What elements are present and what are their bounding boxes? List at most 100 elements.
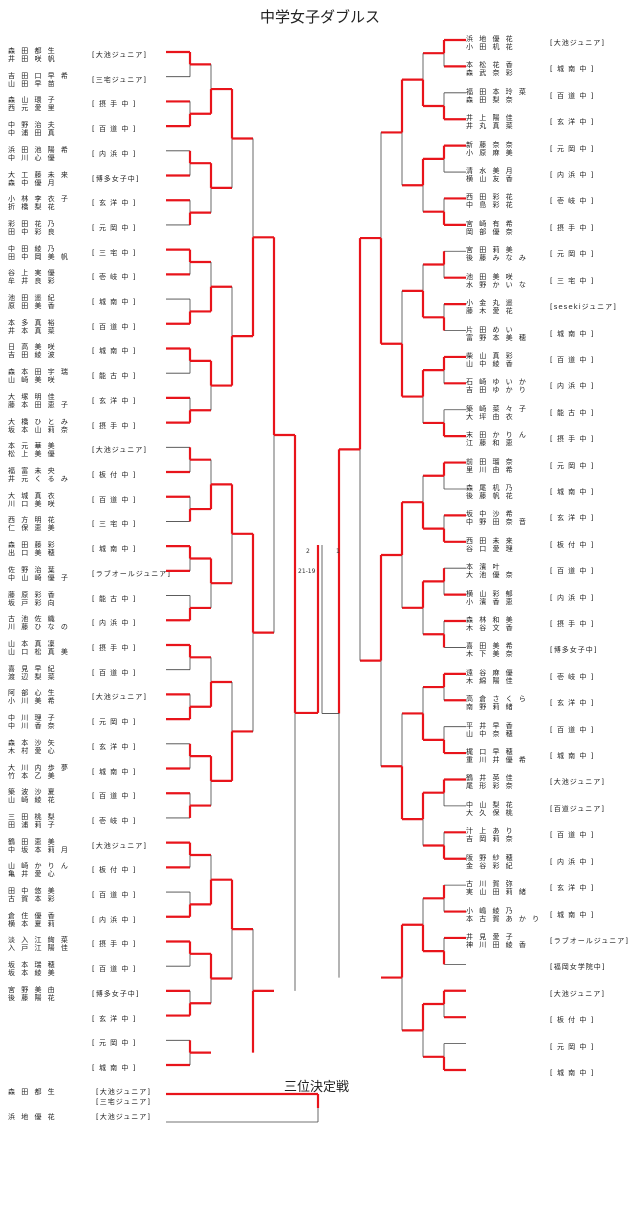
left-entries-school: [ 百 道 中 ] (92, 891, 137, 900)
player-name: 木 下 美 奈 (466, 650, 515, 659)
player-name: 淡 入 江 絢 菜 (8, 936, 70, 945)
left-entries-players: 宮 野 美 由後 藤 陽 花 (8, 986, 82, 1002)
left-entries-school: [ 城 南 中 ] (92, 767, 137, 776)
right-entries-players: 汁 上 あ り吉 岡 莉 奈 (466, 827, 540, 843)
player-name: 大 工 藤 未 来 (8, 170, 70, 179)
left-entries-players: 山 崎 か り ん亀 井 愛 心 (8, 862, 82, 878)
left-entries-school: [大池ジュニア] (92, 51, 147, 59)
left-entries-players: 森 山 環 子西 元 愛 里 (8, 96, 82, 112)
right-entries-players: 浜 地 優 花小 田 机 花 (466, 35, 540, 51)
player-name: 田 中 岡 美 帆 (8, 252, 70, 261)
player-name: 重 川 井 優 希 (466, 756, 528, 765)
right-entries-players: 石 崎 ゆ い か吉 田 ゆ か り (466, 378, 540, 394)
left-entries-school: [ 城 南 中 ] (92, 298, 137, 307)
player-name: 神 川 田 綾 香 (466, 940, 528, 949)
player-name: 新 藤 奈 奈 (466, 140, 515, 149)
player-name: 谷 口 愛 理 (466, 544, 515, 553)
left-entries-school: [大池ジュニア] (92, 446, 147, 455)
left-entries-school: [ 内 浜 中 ] (92, 619, 137, 628)
player-name: 森 田 梨 奈 (466, 95, 515, 104)
left-entries-players: 池 田 遥 紀原 田 美 香 (8, 294, 82, 310)
player-name: 山 崎 美 咲 (8, 376, 57, 385)
left-entries-school: [ 城 南 中 ] (92, 347, 137, 356)
player-name: 宮 野 美 由 (8, 985, 57, 994)
player-name: 岡 部 優 奈 (466, 227, 515, 236)
left-entries-players: 谷 上 実 優牟 井 良 彩 (8, 269, 82, 285)
player-name: 森 田 藤 彩 (8, 541, 57, 550)
left-entries-players: 福 富 未 央井 元 く る み (8, 467, 82, 483)
left-entries-players: 吉 田 口 早 希山 田 早 苗 (8, 72, 82, 88)
left-entries-school: [ 百 道 中 ] (92, 495, 137, 504)
player-name: 尾 形 彩 奈 (466, 782, 515, 791)
right-entries-players: 池 田 美 咲水 野 か い な (466, 273, 540, 289)
left-entries-players: 藤 原 彩 香坂 戸 彩 向 (8, 591, 82, 607)
right-entries-school: [sesekiジュニア] (550, 303, 617, 312)
player-name: 日 高 美 咲 (8, 343, 57, 352)
left-entries-school: [ 百 道 中 ] (92, 322, 137, 331)
left-entries-players: 浜 田 池 陽 希中 川 心 優 (8, 146, 82, 162)
right-entries-school: [ 玄 洋 中 ] (550, 699, 595, 708)
right-entries-school: [ 元 岡 中 ] (550, 250, 595, 259)
third-place-players: 森 田 都 生 (8, 1088, 57, 1096)
player-name: 小 林 李 衣 子 (8, 195, 70, 204)
player-name: 鶴 田 恵 美 (8, 837, 57, 846)
player-name: 浜 地 優 花 (466, 35, 515, 43)
right-entries-players: 小 嶋 綾 乃本 古 賀 あ か り (466, 907, 540, 923)
left-entries-players: 大 塚 明 佳藤 本 田 恵 子 (8, 393, 82, 409)
left-entries-players: 中 野 治 夫中 浦 田 真 (8, 121, 82, 137)
player-name: 井 元 く る み (8, 475, 70, 484)
left-entries-players: 倉 住 優 香横 本 夏 莉 (8, 912, 82, 928)
right-entries-school: [博多女子中] (550, 646, 598, 655)
left-entries-players: 大 城 真 衣川 口 美 咲 (8, 492, 82, 508)
player-name: 遠 谷 麻 優 (466, 668, 515, 677)
left-entries-school: [ 能 古 中 ] (92, 594, 137, 603)
right-entries-school: [大池ジュニア] (550, 778, 605, 787)
right-entries-players: 井 上 陽 佳井 丸 真 菜 (466, 114, 540, 130)
left-entries-school: [ 摂 手 中 ] (92, 100, 137, 109)
player-name: 中 坂 本 莉 月 (8, 845, 70, 854)
player-name: 汁 上 あ り (466, 827, 515, 836)
player-name: 宮 田 莉 美 (466, 246, 515, 255)
player-name: 井 見 愛 子 (466, 932, 515, 941)
right-entries-school: [ 能 古 中 ] (550, 408, 595, 417)
player-name: 本 松 花 香 (466, 61, 515, 70)
player-name: 高 倉 さ く ら (466, 695, 528, 704)
right-entries-school: [ 元 岡 中 ] (550, 1042, 595, 1051)
player-name: 喜 田 美 希 (466, 642, 515, 651)
player-name: 里 川 由 希 (466, 465, 515, 474)
player-name: 中 浦 田 真 (8, 129, 57, 138)
left-entries-school: [ 元 岡 中 ] (92, 718, 137, 727)
left-entries-school: [ 板 付 中 ] (92, 471, 137, 480)
player-name: 中 川 香 奈 (8, 722, 57, 731)
left-entries-players: 坂 本 瑞 穂坂 本 綾 美 (8, 961, 82, 977)
player-name: 山 中 綾 香 (466, 359, 515, 368)
final-left-games: 2 (306, 548, 310, 555)
player-name: 木 谷 文 香 (466, 624, 515, 633)
right-entries-players: 本 松 花 香森 武 奈 彩 (466, 61, 540, 77)
player-name: 坂 戸 彩 向 (8, 598, 57, 607)
left-entries-school: [ 百 道 中 ] (92, 125, 137, 134)
player-name: 山 中 奈 穂 (466, 729, 515, 738)
right-entries-school: [ 百 道 中 ] (550, 831, 595, 840)
left-entries-school: [ 玄 洋 中 ] (92, 1014, 137, 1023)
player-name: 中 山 梨 花 (466, 800, 515, 809)
left-entries-players: 森 田 都 生井 田 咲 帆 (8, 47, 82, 63)
player-name: 小 田 机 花 (466, 43, 515, 51)
player-name: 山 本 真 凜 (8, 639, 57, 648)
right-entries-players: 小 金 丸 遥藤 木 愛 花 (466, 299, 540, 315)
right-entries-players: 高 倉 さ く ら南 野 莉 緒 (466, 695, 540, 711)
left-entries-players: 阿 部 心 生小 川 美 希 (8, 689, 82, 705)
player-name: 坂 本 山 莉 奈 (8, 425, 70, 434)
left-entries-school: [ 城 南 中 ] (92, 1064, 137, 1072)
player-name: 藤 本 田 恵 子 (8, 400, 70, 409)
player-name: 中 川 理 子 (8, 714, 57, 723)
left-entries-school: [ラブオールジュニア] (92, 569, 171, 578)
left-entries-players: 淡 入 江 絢 菜入 戸 江 陽 佳 (8, 936, 82, 952)
player-name: 藤 原 彩 香 (8, 590, 57, 599)
player-name: 柴 山 真 彩 (466, 351, 515, 360)
right-entries-school: [ 城 南 中 ] (550, 752, 595, 761)
left-entries-players: 古 池 佐 織川 藤 ひ な の (8, 615, 82, 631)
left-entries-school: [博多女子中] (92, 989, 140, 998)
left-entries-players: 喜 見 早 紀渡 辺 梨 菜 (8, 665, 82, 681)
right-entries-school: [ 板 付 中 ] (550, 1016, 595, 1025)
